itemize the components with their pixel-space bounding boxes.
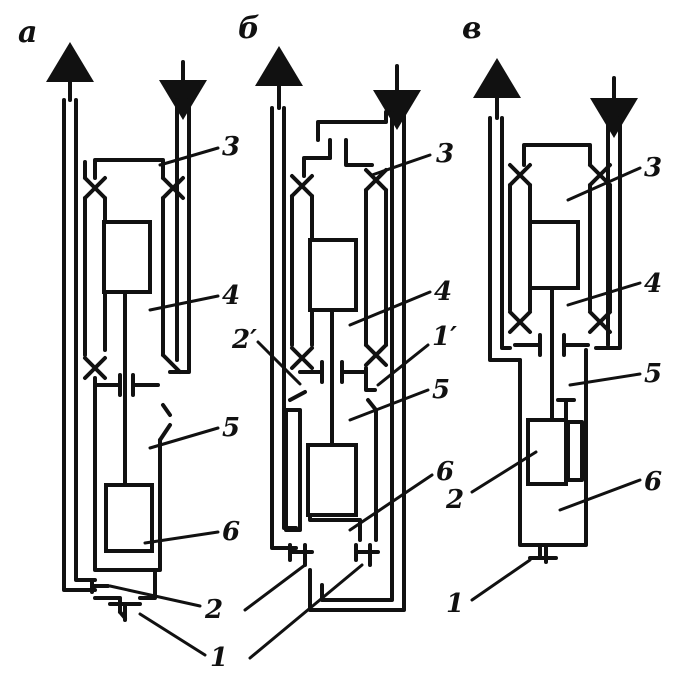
- gap-mark: [161, 403, 172, 417]
- label-5: 5: [432, 375, 450, 405]
- valve-cross-bottom-left: [83, 356, 107, 380]
- label-3: 3: [222, 132, 240, 162]
- valve-1-stem: [118, 602, 127, 622]
- valve-1: [528, 543, 558, 564]
- leader-5: [348, 388, 430, 422]
- inner-tube-right: [308, 110, 406, 612]
- outer-tube-left: [488, 116, 522, 362]
- lower-chamber: [93, 376, 162, 572]
- valve-cross-bottom-left: [508, 310, 532, 334]
- leader-1: [470, 558, 532, 602]
- valve-cross-top-left: [508, 163, 532, 187]
- label-5: 5: [222, 413, 240, 443]
- valve-cross-mid-right: [364, 343, 388, 367]
- valve-bottom-left: [288, 543, 314, 567]
- side-tube-right: [366, 398, 378, 542]
- valve-cross-bottom-right: [588, 310, 612, 334]
- valve-bottom-right: [354, 543, 380, 567]
- lower-chamber: [518, 348, 588, 547]
- leader-3: [158, 146, 220, 167]
- hatched-block-upper: [308, 238, 358, 312]
- inner-tube-left: [500, 116, 512, 350]
- label-4: 4: [434, 277, 452, 307]
- hatched-block-lower: [306, 443, 358, 517]
- side-tube-left: [284, 408, 302, 532]
- chamber-walls: [83, 196, 165, 357]
- panel-c-letter: в: [462, 11, 482, 46]
- label-5: 5: [644, 359, 662, 389]
- mid-right-stub: [364, 366, 377, 392]
- leader-5: [148, 426, 220, 450]
- panel-a-letter: а: [18, 15, 37, 50]
- leader-4: [348, 290, 432, 327]
- outer-tube-right: [320, 110, 394, 602]
- label-4: 4: [222, 281, 240, 311]
- valve-cross-top-left: [290, 174, 314, 198]
- panel-b: б: [231, 11, 457, 660]
- leader-2: [470, 450, 538, 494]
- leader-1: [138, 612, 207, 657]
- valve-cross-bottom-right: [161, 353, 182, 374]
- valve-1prime: [340, 360, 367, 384]
- chamber-top: [302, 156, 332, 178]
- side-tube-left-mark: [288, 390, 307, 402]
- hatched-block-upper: [102, 220, 152, 294]
- chamber-top: [93, 158, 165, 180]
- valve-right: [131, 373, 160, 397]
- bypass-top: [316, 110, 388, 142]
- lower-chamber-lip: [158, 423, 172, 442]
- valve-left: [94, 373, 122, 397]
- leader-3: [370, 153, 432, 177]
- inner-tube-right: [594, 116, 622, 350]
- leader-6: [143, 530, 220, 545]
- label-6: 6: [222, 517, 240, 547]
- chamber-top: [522, 143, 592, 167]
- panel-a: а: [18, 15, 240, 673]
- leader-6: [558, 478, 642, 512]
- valve-2: [90, 578, 110, 594]
- label-2: 2: [445, 485, 464, 515]
- inner-tube-right: [168, 98, 191, 374]
- panel-c: в 3 4 5 2 6 1: [445, 11, 662, 619]
- leader-1prime: [376, 343, 430, 387]
- label-2: 2: [204, 595, 223, 625]
- hatched-block-lower: [104, 483, 154, 553]
- valve-2prime: [298, 360, 324, 384]
- label-3: 3: [644, 153, 662, 183]
- label-6: 6: [644, 467, 662, 497]
- valve-right: [562, 333, 590, 357]
- valve-cross-top-right: [161, 176, 185, 200]
- leader-2: [108, 584, 202, 608]
- label-3: 3: [436, 139, 454, 169]
- valve-cross-top-left: [83, 160, 107, 352]
- leader-4: [566, 281, 642, 307]
- label-4: 4: [644, 269, 662, 299]
- top-valve-stem: [556, 398, 576, 422]
- panel-b-letter: б: [238, 11, 260, 46]
- leader-2: [243, 563, 307, 612]
- valve-left: [513, 333, 542, 357]
- outer-tube-left: [62, 98, 97, 592]
- side-valve-slot: [566, 420, 584, 482]
- hatched-block-upper: [528, 220, 580, 290]
- label-1: 1: [446, 589, 464, 619]
- inner-tube-left: [74, 98, 97, 582]
- label-1prime: 1′: [432, 322, 457, 352]
- label-6: 6: [436, 457, 454, 487]
- valve-cross-mid-left: [290, 346, 314, 370]
- leader-2prime: [256, 340, 302, 386]
- leader-6: [348, 473, 434, 532]
- bypass-inner: [328, 138, 374, 167]
- leader-1: [248, 563, 364, 660]
- valve-cross-top-right: [364, 168, 388, 192]
- leader-4: [148, 294, 220, 312]
- leader-5: [568, 372, 642, 387]
- leader-3: [566, 166, 642, 202]
- label-1: 1: [210, 643, 228, 673]
- label-2prime: 2′: [231, 325, 257, 355]
